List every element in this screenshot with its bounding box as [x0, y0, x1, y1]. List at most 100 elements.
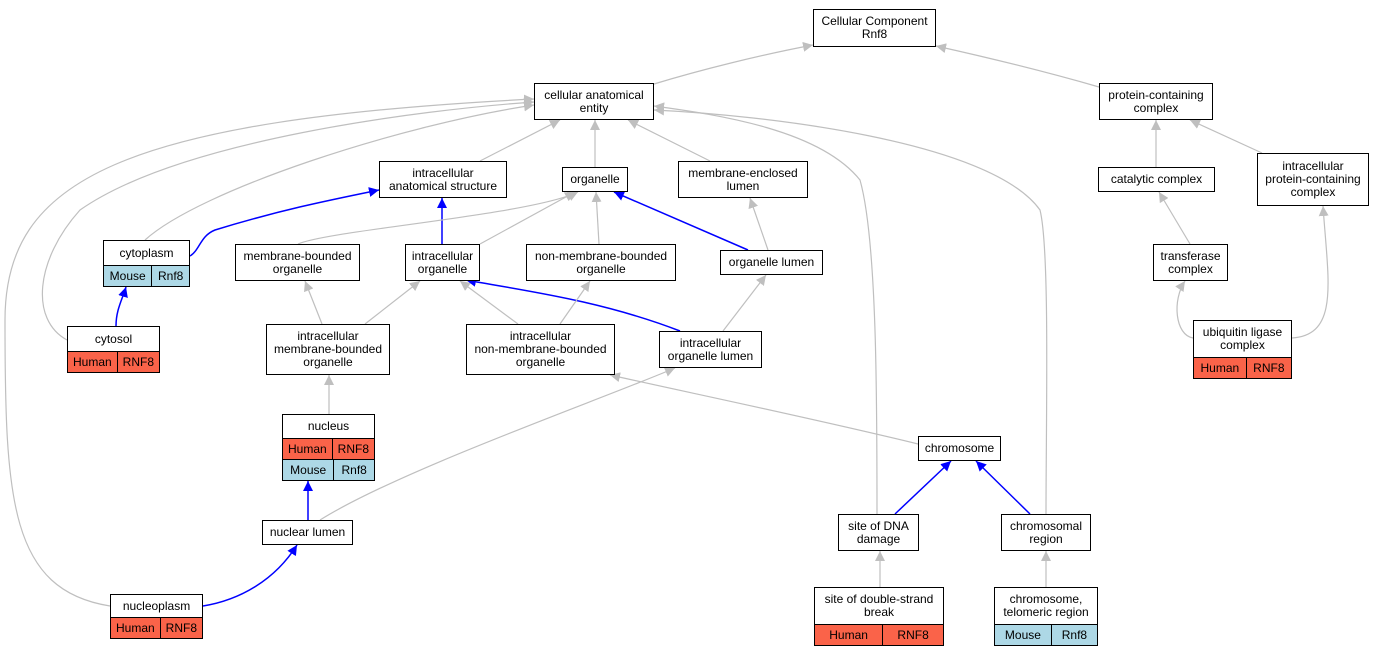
- node-io[interactable]: intracellular organelle: [405, 244, 480, 281]
- species-cell[interactable]: Mouse: [290, 462, 327, 477]
- term-label[interactable]: intracellular organelle: [411, 248, 474, 276]
- term-label[interactable]: nucleoplasm: [122, 598, 191, 613]
- node-imbo[interactable]: intracellular membrane-bounded organelle: [266, 324, 390, 375]
- edge-mel-to-cae: [627, 119, 711, 162]
- node-cr[interactable]: chromosomal region: [1001, 514, 1091, 551]
- term-label[interactable]: transferase complex: [1160, 248, 1221, 276]
- edge-io-to-organelle: [479, 191, 576, 245]
- edge-iol-to-ol: [722, 274, 767, 332]
- edge-cytoplasm-to-cae: [144, 101, 535, 241]
- node-nl[interactable]: nuclear lumen: [262, 520, 353, 545]
- node-mel[interactable]: membrane-enclosed lumen: [678, 161, 808, 198]
- term-label[interactable]: organelle lumen: [728, 255, 815, 269]
- term-label[interactable]: membrane-bounded organelle: [243, 248, 352, 276]
- term-label[interactable]: organelle: [570, 172, 620, 186]
- annotation-row-mouse: Mouse Rnf8: [283, 459, 374, 480]
- node-catc[interactable]: catalytic complex: [1098, 167, 1215, 192]
- species-cell[interactable]: Human: [287, 441, 327, 456]
- edge-chromosome-to-inmbo: [609, 372, 919, 445]
- node-pcc[interactable]: protein-containing complex: [1099, 83, 1213, 120]
- edge-imbo-to-io: [364, 280, 421, 325]
- annotation-row-human: Human RNF8: [283, 438, 374, 459]
- term-label[interactable]: chromosomal region: [1009, 518, 1083, 546]
- gene-cell[interactable]: Rnf8: [1050, 625, 1097, 645]
- node-ias[interactable]: intracellular anatomical structure: [379, 161, 507, 198]
- annotation-row-human: Human RNF8: [68, 351, 159, 372]
- node-cae[interactable]: cellular anatomical entity: [534, 83, 654, 120]
- node-root[interactable]: Cellular Component Rnf8: [813, 9, 936, 47]
- gene-cell[interactable]: RNF8: [331, 439, 374, 459]
- edge-nl-to-iol: [319, 367, 676, 521]
- edge-ol-to-mel: [748, 197, 769, 251]
- term-label[interactable]: chromosome: [924, 441, 995, 455]
- node-ipcc[interactable]: intracellular protein-containing complex: [1257, 153, 1369, 206]
- term-label[interactable]: cytosol: [94, 331, 133, 346]
- species-cell[interactable]: Human: [72, 354, 112, 369]
- edge-cr-to-cae: [653, 105, 1048, 515]
- term-label[interactable]: cellular anatomical entity: [544, 87, 644, 115]
- edge-ol-to-organelle: [613, 191, 749, 251]
- edge-cytosol-to-cae: [41, 97, 535, 341]
- annotation-row-human: Human RNF8: [1194, 357, 1291, 378]
- node-chromosome[interactable]: chromosome: [918, 436, 1001, 461]
- node-organelle[interactable]: organelle: [562, 167, 628, 192]
- annotation-row-mouse: Mouse Rnf8: [995, 624, 1097, 645]
- term-label[interactable]: Cellular Component Rnf8: [821, 14, 928, 41]
- node-iol[interactable]: intracellular organelle lumen: [659, 331, 762, 368]
- node-mbo[interactable]: membrane-bounded organelle: [235, 244, 360, 281]
- annotation-row-human: Human RNF8: [111, 617, 202, 638]
- term-label[interactable]: intracellular organelle lumen: [667, 335, 754, 363]
- gene-cell[interactable]: Rnf8: [151, 266, 189, 286]
- node-nmbo[interactable]: non-membrane-bounded organelle: [526, 244, 676, 281]
- gene-cell[interactable]: RNF8: [159, 618, 202, 638]
- term-label[interactable]: intracellular membrane-bounded organelle: [273, 329, 383, 369]
- gene-cell[interactable]: RNF8: [882, 625, 943, 645]
- edge-cr-to-chromosome: [975, 460, 1031, 515]
- gene-cell[interactable]: RNF8: [116, 352, 159, 372]
- species-cell[interactable]: Human: [1200, 360, 1240, 375]
- node-inmbo[interactable]: intracellular non-membrane-bounded organ…: [466, 324, 615, 375]
- term-label[interactable]: non-membrane-bounded organelle: [534, 248, 668, 276]
- species-cell[interactable]: Mouse: [109, 268, 146, 283]
- edge-inmbo-to-io: [459, 280, 519, 325]
- edge-inmbo-to-nmbo: [559, 280, 591, 325]
- node-ol[interactable]: organelle lumen: [720, 250, 823, 275]
- edge-tc-to-catc: [1158, 191, 1191, 245]
- node-tc[interactable]: transferase complex: [1153, 244, 1228, 281]
- species-cell[interactable]: Mouse: [1004, 627, 1041, 642]
- edge-pcc-to-root: [935, 43, 1100, 88]
- term-label[interactable]: membrane-enclosed lumen: [688, 165, 798, 193]
- term-label[interactable]: catalytic complex: [1110, 172, 1203, 186]
- edge-ias-to-cae: [479, 119, 561, 162]
- edge-iol-to-io: [465, 276, 681, 332]
- term-label[interactable]: cytoplasm: [119, 245, 174, 260]
- gene-cell[interactable]: Rnf8: [333, 460, 374, 480]
- edge-sdd-to-chromosome: [894, 460, 952, 515]
- edge-cytosol-to-cytoplasm: [115, 286, 128, 327]
- species-cell[interactable]: Human: [829, 627, 868, 642]
- term-label[interactable]: intracellular protein-containing complex: [1265, 159, 1361, 199]
- term-label[interactable]: protein-containing complex: [1108, 87, 1204, 115]
- edge-ipcc-to-pcc: [1189, 119, 1263, 154]
- edge-sdd-to-cae: [653, 102, 878, 515]
- edge-imbo-to-mbo: [304, 280, 323, 325]
- term-label[interactable]: nucleus: [307, 419, 350, 433]
- gene-cell[interactable]: RNF8: [1245, 358, 1291, 378]
- term-label[interactable]: nuclear lumen: [269, 525, 346, 539]
- term-label[interactable]: ubiquitin ligase complex: [1202, 325, 1283, 352]
- term-label[interactable]: chromosome, telomeric region: [1003, 592, 1089, 619]
- term-label[interactable]: site of double-strand break: [824, 592, 934, 619]
- node-sdd[interactable]: site of DNA damage: [838, 514, 919, 551]
- term-label[interactable]: intracellular anatomical structure: [388, 165, 498, 193]
- term-label[interactable]: site of DNA damage: [848, 518, 909, 546]
- term-label[interactable]: intracellular non-membrane-bounded organ…: [474, 329, 607, 369]
- species-cell[interactable]: Human: [115, 620, 155, 635]
